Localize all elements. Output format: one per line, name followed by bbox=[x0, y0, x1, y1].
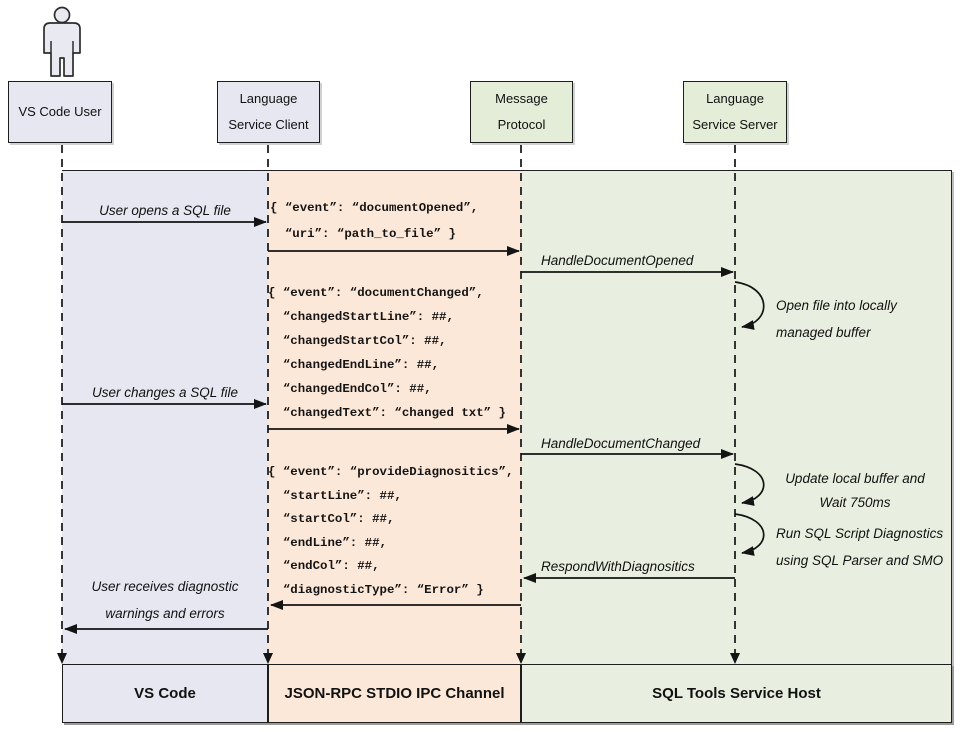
self-loop-update-buffer bbox=[734, 463, 765, 506]
system-box-ipc-channel: JSON-RPC STDIO IPC Channel bbox=[268, 664, 521, 723]
band-vscode bbox=[62, 171, 268, 722]
band-ipc-channel bbox=[268, 171, 521, 722]
note-run-sql-diagnostics: Run SQL Script Diagnostics using SQL Par… bbox=[776, 526, 944, 568]
message-user-opens-sql-file: User opens a SQL file bbox=[99, 203, 231, 218]
message-user-changes-sql-file: User changes a SQL file bbox=[91, 385, 239, 400]
payload-provide-diagnostics: { “event”: “provideDiagnositics”, “start… bbox=[268, 465, 514, 597]
user-actor-icon bbox=[43, 6, 81, 77]
band-service-host bbox=[521, 171, 951, 722]
lifeline-end-arrow-client bbox=[263, 653, 273, 664]
system-box-service-host-label: SQL Tools Service Host bbox=[652, 685, 821, 702]
activity-bands bbox=[62, 170, 952, 723]
message-user-receives-diagnostics: User receives diagnostic warnings and er… bbox=[91, 579, 239, 621]
participant-language-service-client-label: Language Service Client bbox=[228, 91, 309, 132]
lifeline-end-arrow-protocol bbox=[516, 653, 526, 664]
payload-document-changed: { “event”: “documentChanged”, “changedSt… bbox=[268, 286, 506, 420]
message-respond-with-diagnostics: RespondWithDiagnositics bbox=[541, 559, 695, 574]
system-box-ipc-channel-label: JSON-RPC STDIO IPC Channel bbox=[284, 685, 505, 702]
participant-language-service-server: Language Service Server bbox=[683, 81, 787, 143]
note-open-file-into-buffer: Open file into locally managed buffer bbox=[776, 298, 897, 340]
participant-vscode-user-label: VS Code User bbox=[18, 104, 102, 119]
participant-message-protocol: Message Protocol bbox=[470, 81, 573, 143]
message-handle-document-changed: HandleDocumentChanged bbox=[541, 436, 701, 451]
self-loop-open-buffer bbox=[734, 281, 765, 330]
message-handle-document-opened: HandleDocumentOpened bbox=[541, 253, 694, 268]
participant-language-service-client: Language Service Client bbox=[217, 81, 320, 143]
self-loop-run-diagnostics bbox=[734, 513, 765, 556]
system-box-vscode-label: VS Code bbox=[134, 685, 196, 702]
system-box-vscode: VS Code bbox=[62, 664, 268, 723]
lifeline-end-arrow-user bbox=[57, 653, 67, 664]
participant-vscode-user: VS Code User bbox=[8, 81, 112, 143]
system-box-service-host: SQL Tools Service Host bbox=[521, 664, 952, 723]
note-update-buffer-wait: Update local buffer and Wait 750ms bbox=[785, 471, 925, 510]
payload-document-opened: { “event”: “documentOpened”, “uri”: “pat… bbox=[270, 201, 479, 241]
participant-message-protocol-label: Message Protocol bbox=[495, 91, 548, 132]
participant-language-service-server-label: Language Service Server bbox=[692, 91, 778, 132]
lifeline-end-arrow-server bbox=[730, 653, 740, 664]
